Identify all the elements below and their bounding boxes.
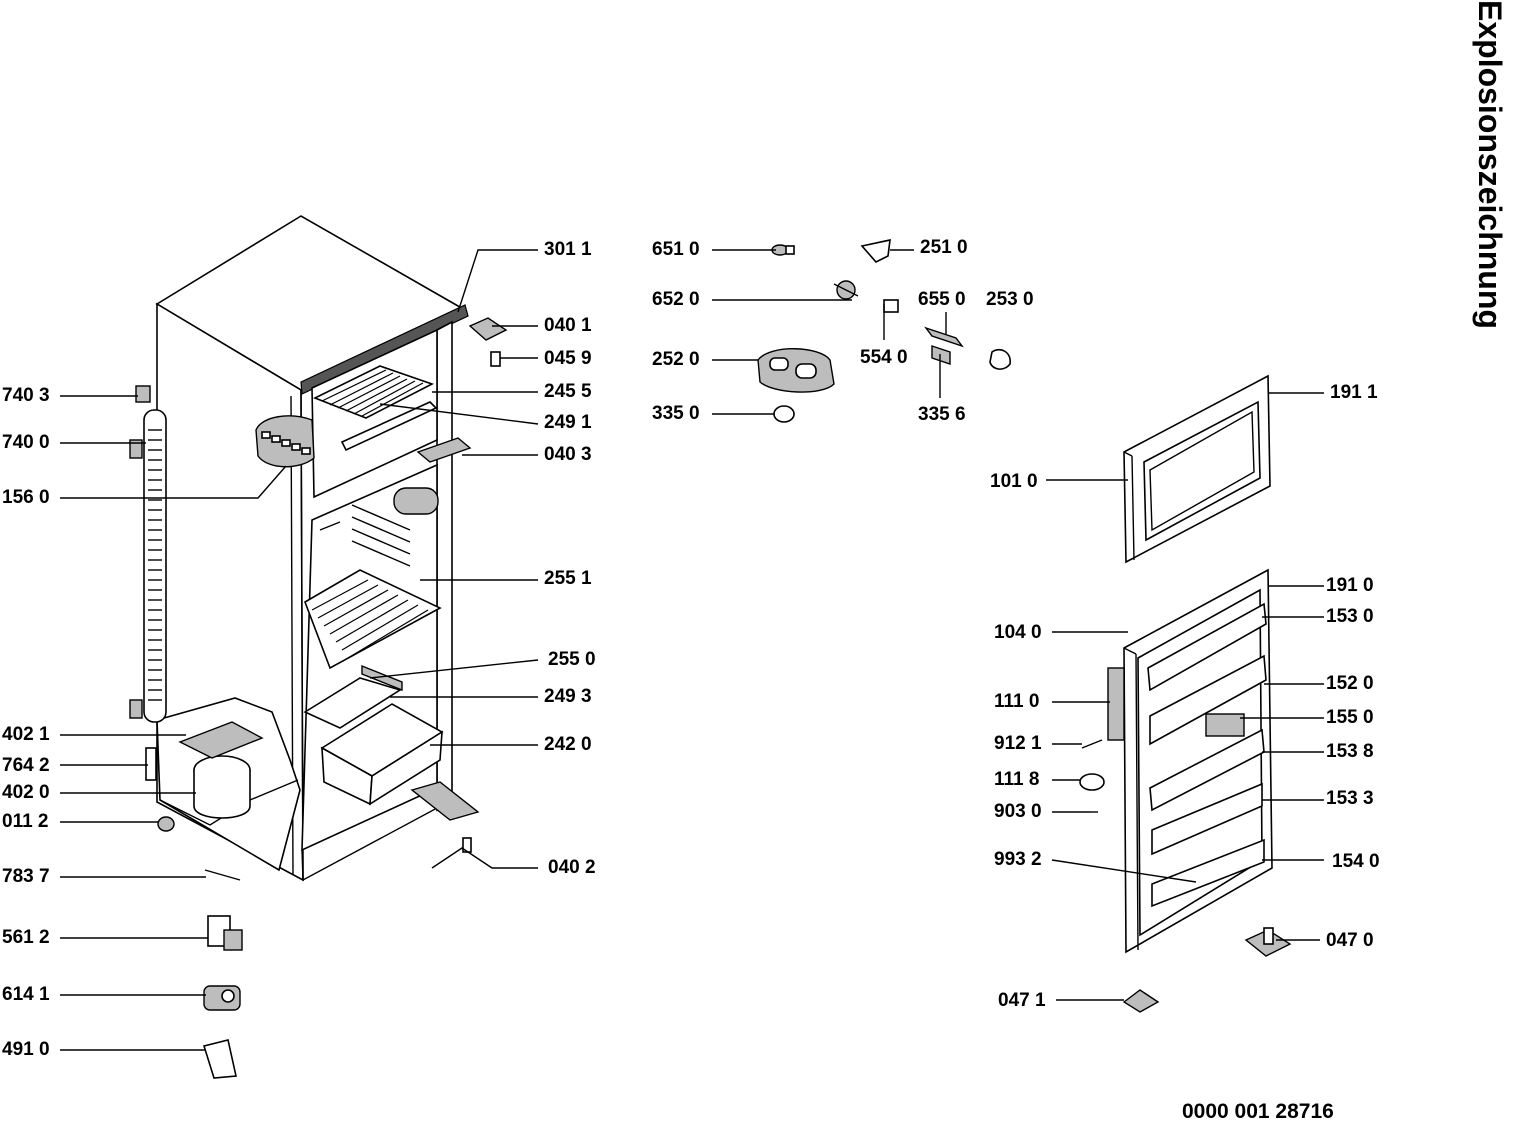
label-040-2: 040 2 [548,857,596,878]
label-255-0: 255 0 [548,649,596,670]
relay-cover [202,1039,237,1079]
label-040-3: 040 3 [544,444,592,465]
glass-shelf [303,677,402,729]
label-554-0: 554 0 [860,347,908,368]
ice-cube-tray [255,415,315,468]
label-047-0: 047 0 [1326,930,1374,951]
label-249-1: 249 1 [544,412,592,433]
label-335-0: 335 0 [652,403,700,424]
label-153-0: 153 0 [1326,606,1374,627]
label-249-3: 249 3 [544,686,592,707]
fridge-door [1123,568,1273,954]
thermostat-cover [757,348,835,393]
label-104-0: 104 0 [994,622,1042,643]
label-783-7: 783 7 [2,866,50,887]
lamp-clip [860,238,891,263]
label-251-0: 251 0 [920,237,968,258]
fridge-grid-shelf [304,569,442,670]
label-191-0: 191 0 [1326,575,1374,596]
condenser-clip [135,385,151,403]
label-153-3: 153 3 [1326,788,1374,809]
label-111-0: 111 0 [994,691,1040,712]
screw-9121 [1081,739,1103,749]
label-740-3: 740 3 [2,385,50,406]
knob-335 [773,405,795,423]
label-614-1: 614 1 [2,984,50,1005]
top-hinge [468,317,508,341]
label-252-0: 252 0 [652,349,700,370]
knob-253 [989,348,1011,370]
hinge-0470 [1244,927,1292,957]
label-491-0: 491 0 [2,1039,50,1060]
label-740-0: 740 0 [2,432,50,453]
label-903-0: 903 0 [994,801,1042,822]
label-402-0: 402 0 [2,782,50,803]
label-655-0: 655 0 [918,289,966,310]
drawing-title: Explosionszeichnung [1472,0,1508,329]
lamp-655 [924,326,964,348]
label-156-0: 156 0 [2,487,50,508]
bottom-hinge [410,781,480,821]
label-040-1: 040 1 [544,315,592,336]
compressor [178,721,264,819]
label-912-1: 912 1 [994,733,1042,754]
label-191-1: 191 1 [1330,382,1378,403]
label-101-0: 101 0 [990,471,1038,492]
label-045-9: 045 9 [544,348,592,369]
document-number: 0000 001 28716 [1182,1100,1334,1123]
dryer-filter [204,869,241,881]
label-335-6: 335 6 [918,404,966,425]
label-245-5: 245 5 [544,381,592,402]
label-155-0: 155 0 [1326,707,1374,728]
thermostat-housing [393,487,439,515]
cap-1118 [1079,773,1105,791]
bulb-3356 [931,345,951,365]
label-253-0: 253 0 [986,289,1034,310]
overload-protector [203,985,241,1011]
label-154-0: 154 0 [1332,851,1380,872]
label-301-1: 301 1 [544,239,592,260]
label-011-2: 011 2 [2,811,49,832]
label-402-1: 402 1 [2,724,50,745]
crisper-drawer [320,703,444,806]
condenser [129,409,167,723]
label-561-2: 561 2 [2,927,50,948]
label-993-2: 993 2 [994,849,1042,870]
freezer-grid-shelf [313,365,435,419]
hinge-0471 [1122,989,1160,1013]
middle-hinge [416,437,472,463]
freezer-door [1123,374,1271,564]
label-651-0: 651 0 [652,239,700,260]
thermostat [833,280,859,300]
label-255-1: 255 1 [544,568,592,589]
label-152-0: 152 0 [1326,673,1374,694]
hinge-pin [490,351,501,367]
lamp-socket [771,244,795,256]
label-652-0: 652 0 [652,289,700,310]
leader-lines [60,249,1324,1051]
label-242-0: 242 0 [544,734,592,755]
door-handle [1107,667,1125,741]
label-111-8: 111 8 [994,769,1040,790]
ice-tray [340,401,438,452]
capacitor [145,747,157,781]
label-764-2: 764 2 [2,755,50,776]
switch-554 [883,299,899,313]
rubber-foot [157,816,175,832]
shelf-rails [319,504,411,567]
label-047-1: 047 1 [998,990,1046,1011]
start-relay [207,915,243,951]
label-153-8: 153 8 [1326,741,1374,762]
